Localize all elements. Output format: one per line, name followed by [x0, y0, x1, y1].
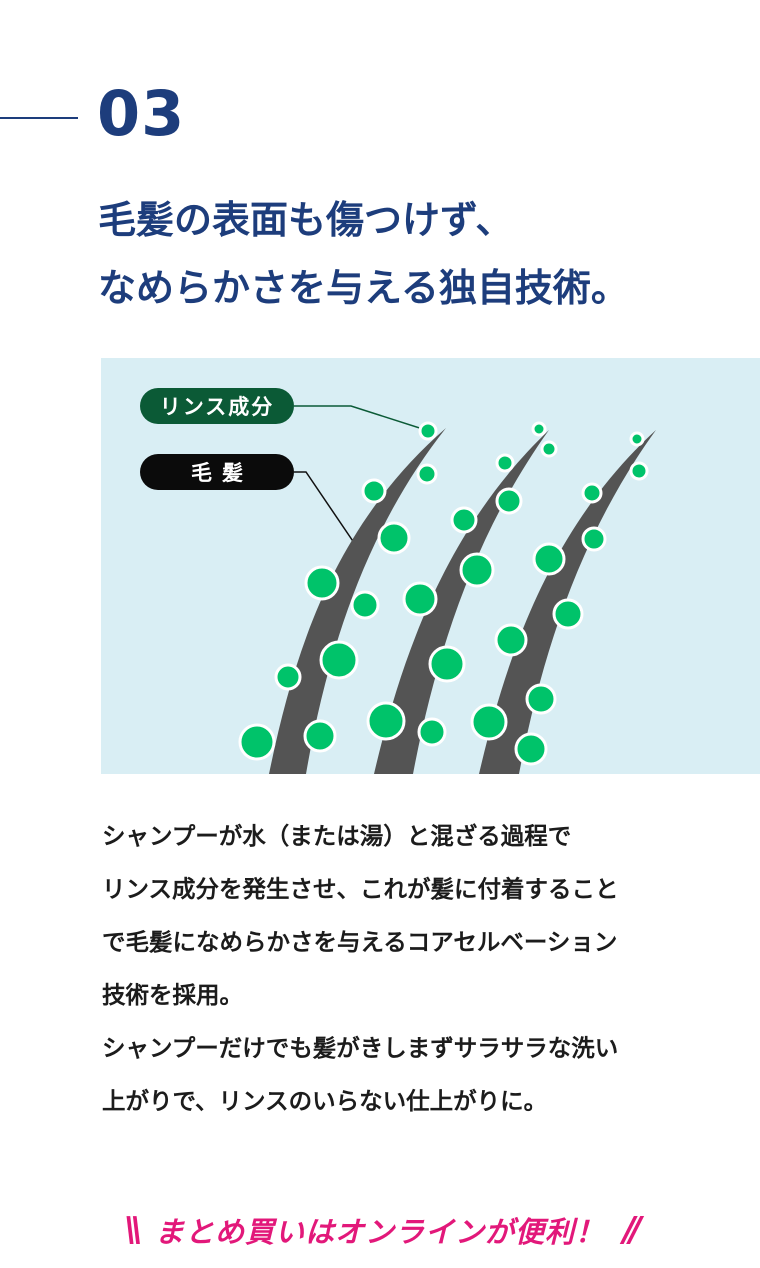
rinse-particle: [319, 640, 359, 680]
rinse-particle: [274, 663, 302, 691]
rinse-leader-line: [294, 405, 430, 432]
description-line: 上がりで、リンスのいらない仕上がりに。: [102, 1087, 548, 1115]
rinse-particle: [629, 431, 645, 447]
hair-strand-middle: [374, 430, 549, 774]
rinse-particle: [470, 703, 508, 741]
rinse-particle: [540, 440, 558, 458]
rinse-particle: [361, 478, 387, 504]
rinse-particle: [417, 717, 447, 747]
cta-text[interactable]: まとめ買いはオンラインが便利！: [154, 1215, 605, 1249]
rinse-particle: [525, 683, 557, 715]
rinse-particles: [238, 421, 649, 766]
rinse-particle: [495, 487, 523, 515]
description-line: 技術を採用。: [102, 981, 243, 1009]
section-rule: [0, 117, 78, 119]
rinse-particle: [428, 645, 466, 683]
rinse-particle: [402, 581, 438, 617]
rinse-particle: [416, 463, 438, 485]
rinse-particle: [494, 623, 528, 657]
headline-line-2: なめらかさを与える独自技術。: [98, 266, 629, 310]
description-line: シャンプーが水（または湯）と混ざる過程で: [102, 822, 572, 850]
description-line: で毛髪になめらかさを与えるコアセルベーション: [102, 928, 618, 956]
hair-label: 毛髪: [140, 454, 294, 490]
cta-left-slash-mark: \\: [124, 1210, 143, 1250]
rinse-particle: [581, 526, 607, 552]
hair-strand-left: [269, 428, 446, 774]
rinse-particle: [495, 453, 515, 473]
hair-strands-graphic: [238, 405, 656, 774]
rinse-particle: [418, 421, 438, 441]
hair-coating-illustration: リンス成分 毛髪: [101, 358, 760, 774]
headline: 毛髪の表面も傷つけず、 なめらかさを与える独自技術。: [98, 186, 748, 322]
cta-right-slash-mark: //: [623, 1210, 642, 1250]
description-text: シャンプーが水（または湯）と混ざる過程で リンス成分を発生させ、これが髪に付着す…: [102, 810, 742, 1128]
description-line: リンス成分を発生させ、これが髪に付着すること: [102, 875, 619, 903]
description-line: シャンプーだけでも髪がきしまずサラサラな洗い: [102, 1034, 619, 1062]
rinse-particle: [238, 723, 276, 761]
rinse-particle: [350, 590, 380, 620]
headline-line-1: 毛髪の表面も傷つけず、: [98, 198, 514, 242]
online-purchase-cta[interactable]: \\ まとめ買いはオンラインが便利！ //: [0, 1200, 760, 1260]
rinse-particle: [304, 565, 340, 601]
rinse-particle: [377, 521, 411, 555]
rinse-particle: [303, 719, 337, 753]
rinse-particle: [366, 701, 406, 741]
rinse-particle: [532, 542, 566, 576]
hair-leader-line: [294, 471, 364, 557]
rinse-particle: [459, 552, 495, 588]
rinse-particle: [514, 732, 548, 766]
hair-strand-right: [479, 430, 656, 774]
section-number: 03: [97, 77, 186, 150]
rinse-particle: [531, 421, 547, 437]
rinse-particle: [552, 598, 584, 630]
rinse-particle: [450, 506, 478, 534]
rinse-particle: [581, 482, 603, 504]
rinse-particle: [629, 461, 649, 481]
rinse-ingredient-label: リンス成分: [140, 388, 294, 424]
